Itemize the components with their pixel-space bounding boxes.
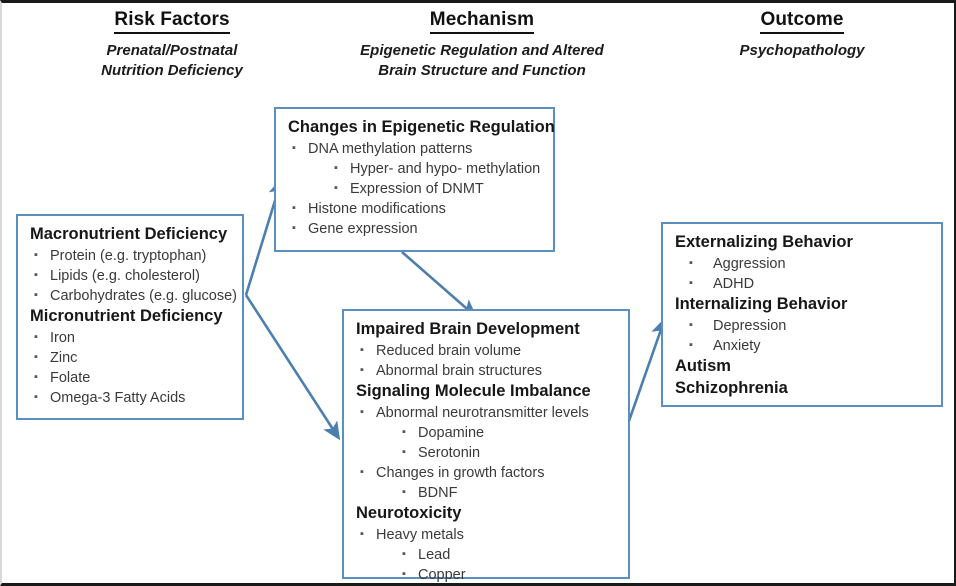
risk-micronutrient-heading: Micronutrient Deficiency	[30, 307, 223, 325]
list-item: Omega-3 Fatty Acids	[30, 387, 232, 408]
list-item: Abnormal neurotransmitter levels	[356, 402, 618, 423]
list-item: Iron	[30, 327, 232, 348]
arrow-risk-to-brain	[244, 294, 341, 441]
outcome-internalizing-heading: Internalizing Behavior	[675, 295, 848, 313]
column-subtitle-risk-factors: Prenatal/Postnatal Nutrition Deficiency	[101, 42, 243, 79]
list-item: Lipids (e.g. cholesterol)	[30, 265, 232, 286]
list-item: Reduced brain volume	[356, 340, 618, 361]
list-item: ADHD	[675, 273, 931, 294]
list-item: Folate	[30, 367, 232, 388]
brain-signaling-heading: Signaling Molecule Imbalance	[356, 382, 591, 400]
list-item: Zinc	[30, 347, 232, 368]
column-header-risk-factors: Risk Factors	[52, 9, 292, 34]
list-item: DNA methylation patterns	[288, 138, 543, 159]
column-title-mechanism: Mechanism	[429, 9, 535, 34]
list-item: Dopamine	[356, 422, 618, 443]
arrow-epigenetic-to-brain	[401, 251, 477, 318]
column-header-mechanism: Mechanism	[322, 9, 642, 34]
box-impaired-brain-development[interactable]: Impaired Brain Development Reduced brain…	[342, 309, 630, 583]
list-item: Hyper- and hypo- methylation	[288, 158, 543, 179]
list-item: Gene expression	[288, 218, 543, 239]
list-item: Copper	[356, 564, 618, 583]
list-item: Lead	[356, 544, 618, 565]
epigenetic-heading: Changes in Epigenetic Regulation	[288, 118, 555, 136]
list-item: BDNF	[356, 482, 618, 503]
list-item: Serotonin	[356, 442, 618, 463]
box-risk-factors[interactable]: Macronutrient Deficiency Protein (e.g. t…	[16, 214, 244, 420]
list-item: Carbohydrates (e.g. glucose)	[30, 285, 237, 306]
list-item: Abnormal brain structures	[356, 360, 618, 381]
column-subtitle-mechanism: Epigenetic Regulation and Altered Brain …	[360, 42, 604, 79]
list-item: Heavy metals	[356, 524, 618, 545]
list-item: Histone modifications	[288, 198, 543, 219]
list-item: Aggression	[675, 253, 931, 274]
brain-impaired-heading: Impaired Brain Development	[356, 320, 580, 338]
column-title-outcome: Outcome	[760, 9, 844, 34]
box-epigenetic-regulation[interactable]: Changes in Epigenetic Regulation DNA met…	[274, 107, 555, 252]
list-item: Protein (e.g. tryptophan)	[30, 245, 232, 266]
outcome-autism-heading: Autism	[675, 357, 731, 375]
column-title-risk-factors: Risk Factors	[114, 9, 230, 34]
box-outcome-psychopathology[interactable]: Externalizing Behavior Aggression ADHD I…	[661, 222, 943, 407]
column-header-outcome: Outcome	[667, 9, 937, 34]
list-item: Expression of DNMT	[288, 178, 543, 199]
column-subtitle-outcome: Psychopathology	[739, 42, 865, 59]
brain-neurotoxicity-heading: Neurotoxicity	[356, 504, 462, 522]
outcome-externalizing-heading: Externalizing Behavior	[675, 233, 853, 251]
list-item: Changes in growth factors	[356, 462, 618, 483]
list-item: Anxiety	[675, 335, 931, 356]
risk-macronutrient-heading: Macronutrient Deficiency	[30, 225, 228, 243]
list-item: Depression	[675, 315, 931, 336]
outcome-schizophrenia-heading: Schizophrenia	[675, 379, 788, 397]
